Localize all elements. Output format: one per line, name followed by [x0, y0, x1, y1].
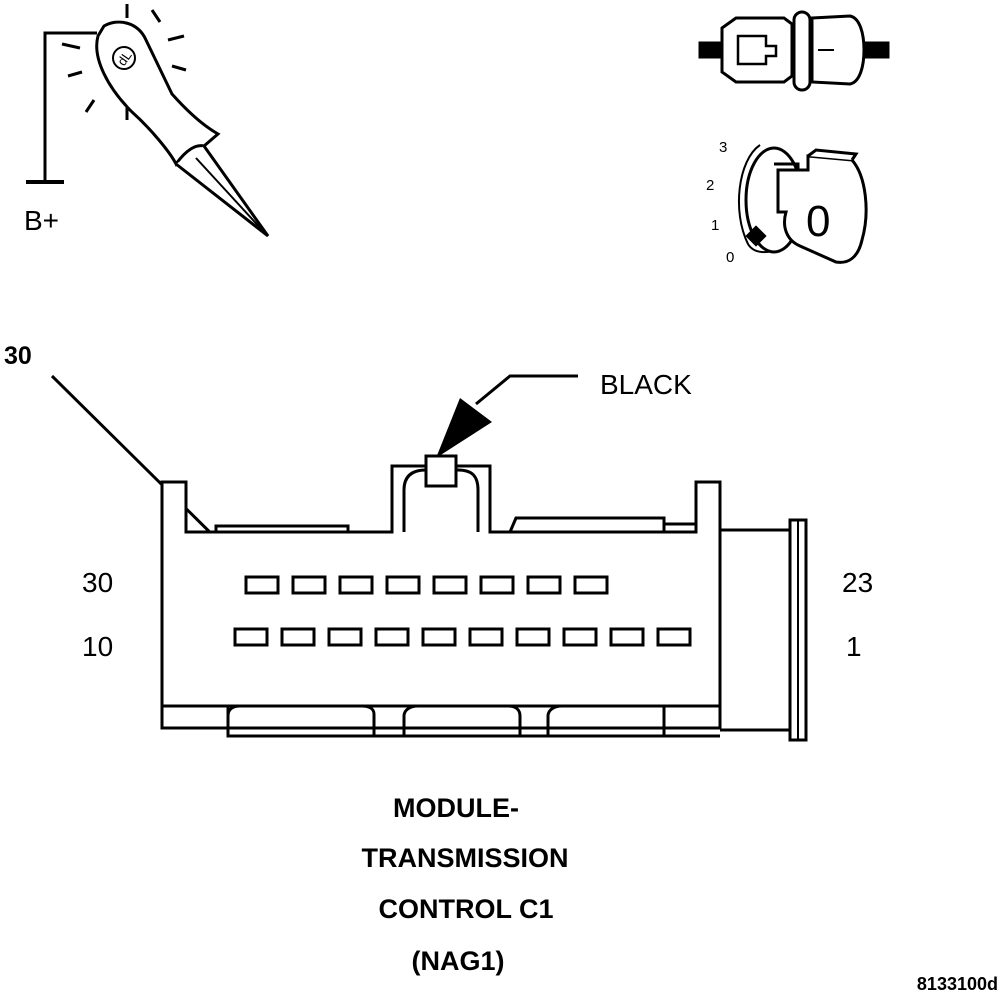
color-callout-arrowhead: [436, 398, 492, 458]
ignition-pos-1: 1: [711, 217, 719, 234]
cavity-callout-leader: [50, 374, 238, 560]
pin-cavity: [244, 575, 280, 595]
pin-label-1: 1: [846, 631, 862, 662]
pin-cavity: [327, 627, 363, 647]
connector-disconnected-icon: [698, 10, 890, 92]
caption-line-4: (NAG1): [412, 946, 505, 976]
pin-cavity: [291, 575, 327, 595]
pin-cavity: [421, 627, 457, 647]
ignition-key-icon: [737, 144, 868, 264]
pin-cavity: [562, 627, 598, 647]
pin-cavity: [573, 575, 609, 595]
color-callout-leader: [475, 374, 578, 406]
key-position-label: 0: [806, 197, 830, 246]
ignition-pos-2: 2: [706, 177, 714, 194]
pin-cavity: [609, 627, 645, 647]
cavity-row-lower: [233, 627, 692, 647]
connector-c1-body: [160, 454, 808, 742]
caption-line-2: TRANSMISSION: [361, 843, 568, 873]
test-light-probe-icon: [26, 4, 270, 238]
pin-cavity: [656, 627, 692, 647]
cavity-callout-label: 30: [4, 342, 32, 370]
pin-cavity: [432, 575, 468, 595]
pin-cavity: [479, 575, 515, 595]
color-callout-label: BLACK: [600, 369, 692, 400]
pin-label-30: 30: [82, 567, 113, 598]
pin-cavity: [515, 627, 551, 647]
pin-label-23: 23: [842, 567, 873, 598]
ignition-pos-0: 0: [726, 249, 734, 266]
handle-mark: dL: [114, 48, 135, 68]
pin-cavity: [233, 627, 269, 647]
pin-cavity: [385, 575, 421, 595]
pin-cavity: [374, 627, 410, 647]
pin-cavity: [468, 627, 504, 647]
caption-line-3: CONTROL C1: [378, 894, 553, 924]
pin-cavity: [338, 575, 374, 595]
cavity-row-upper: [244, 575, 609, 595]
figure-id: 8133100d: [917, 974, 998, 994]
ignition-pos-3: 3: [719, 139, 727, 156]
pin-cavity: [280, 627, 316, 647]
pin-cavity: [526, 575, 562, 595]
caption-line-1: MODULE-: [393, 793, 519, 823]
b-plus-label: B+: [24, 205, 59, 236]
pin-label-10: 10: [82, 631, 113, 662]
